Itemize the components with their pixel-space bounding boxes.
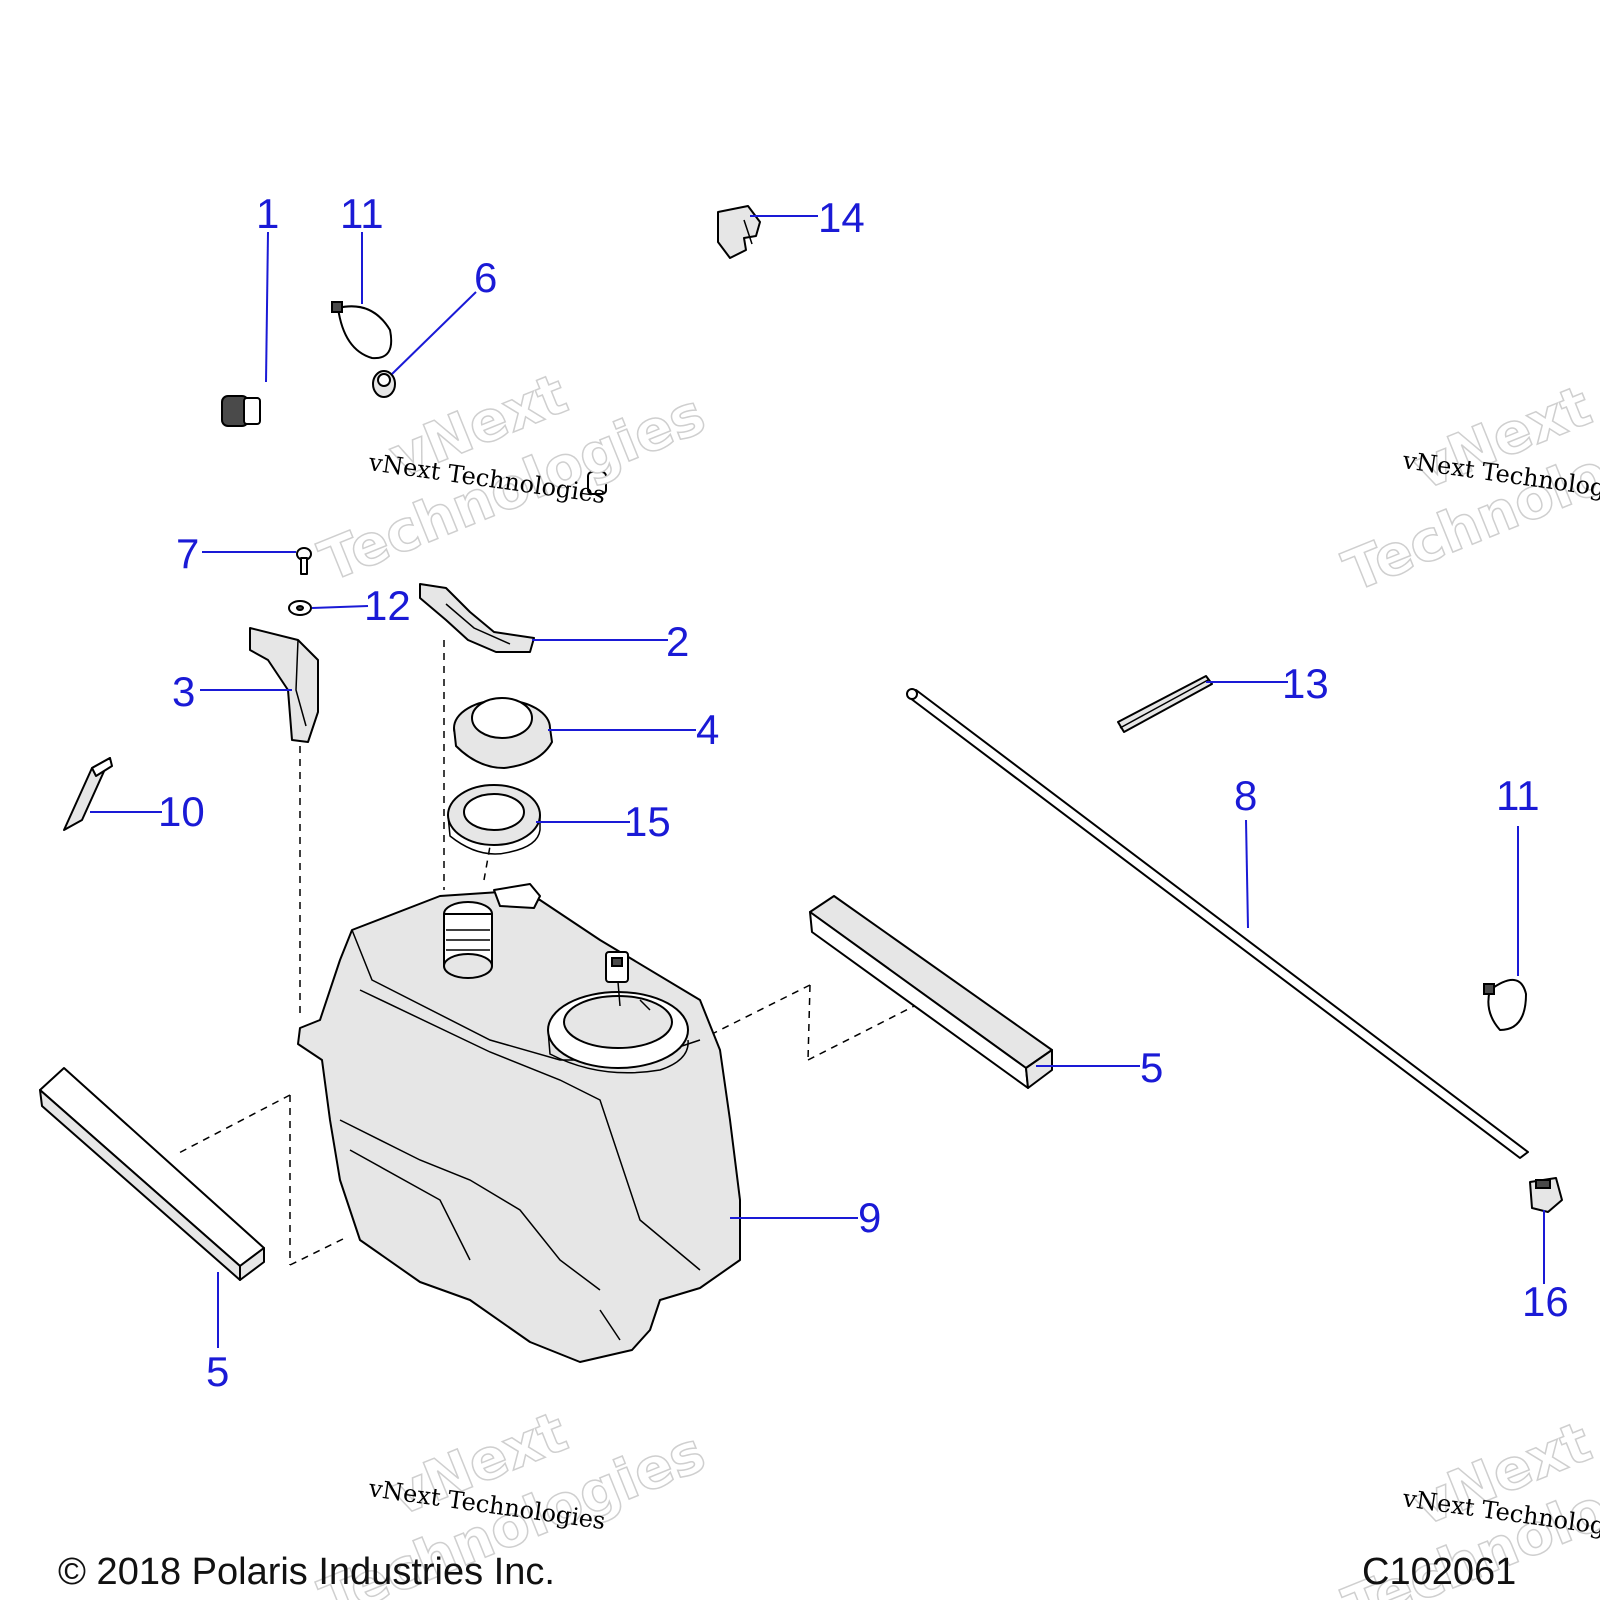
callout-5-right: 5 [1140,1044,1163,1091]
diagram-code: C102061 [1362,1551,1517,1593]
bracket-left [249,627,319,743]
callout-10: 10 [158,788,205,835]
rubber-strip [1117,675,1213,733]
callout-5-left: 5 [206,1348,229,1395]
rod [906,688,1529,1159]
callout-14: 14 [818,194,865,241]
gasket-ring [447,784,541,855]
fuel-cap [453,697,553,769]
copyright-text: © 2018 Polaris Industries Inc. [58,1551,555,1593]
bracket-top [419,583,535,653]
callout-12: 12 [364,582,411,629]
hose-clamp-right [1483,979,1527,1031]
callout-15: 15 [624,798,671,845]
grommet [372,370,396,398]
callout-9: 9 [858,1194,881,1241]
callouts: 1 11 6 14 7 12 2 3 4 13 10 15 8 11 5 9 5… [158,190,1569,1395]
callout-7: 7 [176,530,199,577]
vent-hose [221,355,607,495]
foam-pad-small [63,757,113,831]
screw [296,547,312,575]
callout-2: 2 [666,618,689,665]
callout-11-top: 11 [340,190,384,237]
callout-13: 13 [1282,660,1329,707]
callout-3: 3 [172,668,195,715]
washer [288,600,312,616]
hose-clamp-top [331,301,393,360]
callout-16: 16 [1522,1278,1569,1325]
callout-1: 1 [256,190,279,237]
callout-11-right: 11 [1496,772,1540,819]
clip-top [717,205,761,259]
callout-4: 4 [696,706,719,753]
leader-lines [90,215,1545,1348]
assembly-dashed-lines [174,640,931,1266]
callout-8: 8 [1234,772,1257,819]
foam-block-left [39,1067,265,1281]
fuel-tank [297,883,741,1363]
clip-bottom [1529,1177,1563,1213]
foam-block-right [809,895,1053,1089]
callout-6: 6 [474,254,497,301]
